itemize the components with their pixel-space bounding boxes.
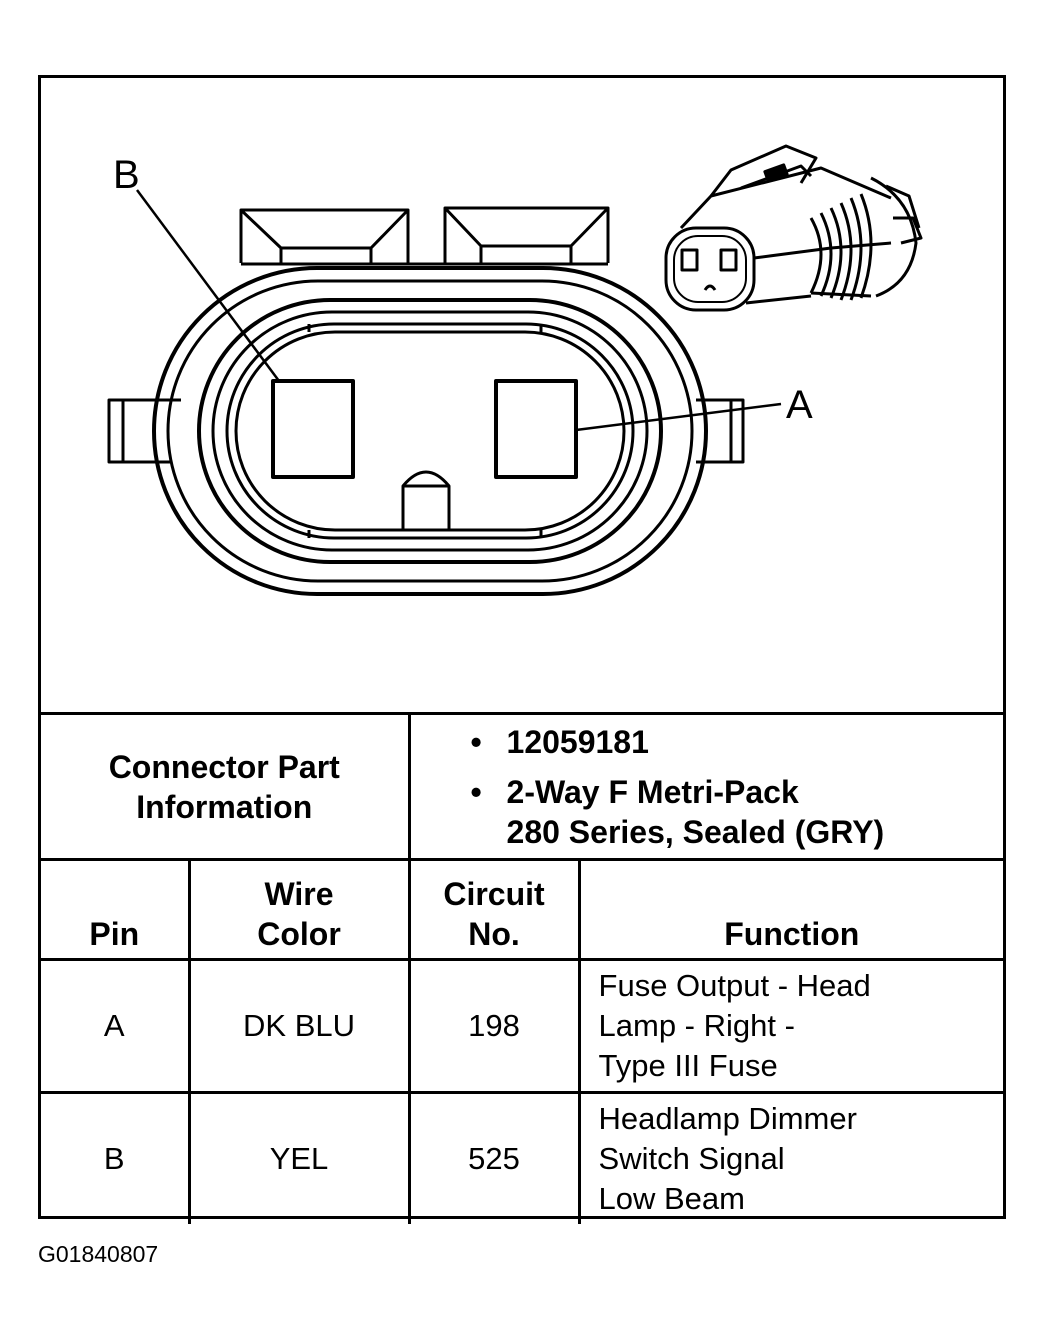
- connector-body: [152, 266, 708, 596]
- connector-part-info-values: 12059181 2-Way F Metri-Pack 280 Series, …: [407, 712, 1004, 861]
- pin-table-header-row: Pin Wire Color Circuit No. Function: [41, 858, 1004, 961]
- connector-part-info-label: Connector Part Information: [41, 712, 411, 861]
- function-cell: Headlamp Dimmer Switch Signal Low Beam: [577, 1091, 1004, 1224]
- wire-color-cell: DK BLU: [187, 958, 411, 1094]
- connector-perspective-view: [664, 144, 923, 312]
- table-row: A DK BLU 198 Fuse Output - Head Lamp - R…: [41, 958, 1004, 1094]
- terminal-cavity-a: [494, 379, 578, 479]
- part-number: 12059181: [471, 722, 1004, 762]
- terminal-cavity-b: [271, 379, 355, 479]
- figure-frame: B A: [38, 75, 1006, 1224]
- connector-diagram: B A: [107, 144, 923, 596]
- circuit-cell: 525: [407, 1091, 581, 1224]
- top-lock-tab-left: [239, 208, 410, 263]
- table-row: B YEL 525 Headlamp Dimmer Switch Signal …: [41, 1091, 1004, 1224]
- callout-a: A: [786, 383, 813, 427]
- header-pin: Pin: [41, 858, 191, 961]
- keyway: [401, 470, 451, 530]
- header-function: Function: [577, 858, 1004, 961]
- figure-id: G01840807: [38, 1241, 159, 1267]
- wire-color-cell: YEL: [187, 1091, 411, 1224]
- pin-cell: B: [41, 1091, 191, 1224]
- callout-b: B: [113, 153, 140, 197]
- part-description: 2-Way F Metri-Pack 280 Series, Sealed (G…: [471, 772, 1004, 852]
- top-lock-tab-right: [443, 206, 610, 263]
- header-circuit-no: Circuit No.: [407, 858, 581, 961]
- side-tab-left: [107, 398, 181, 464]
- function-cell: Fuse Output - Head Lamp - Right - Type I…: [577, 958, 1004, 1094]
- pin-cell: A: [41, 958, 191, 1094]
- connector-part-info-row: Connector Part Information 12059181 2-Wa…: [41, 712, 1004, 861]
- connector-info-table: Connector Part Information 12059181 2-Wa…: [41, 712, 1004, 1224]
- circuit-cell: 198: [407, 958, 581, 1094]
- header-wire-color: Wire Color: [187, 858, 411, 961]
